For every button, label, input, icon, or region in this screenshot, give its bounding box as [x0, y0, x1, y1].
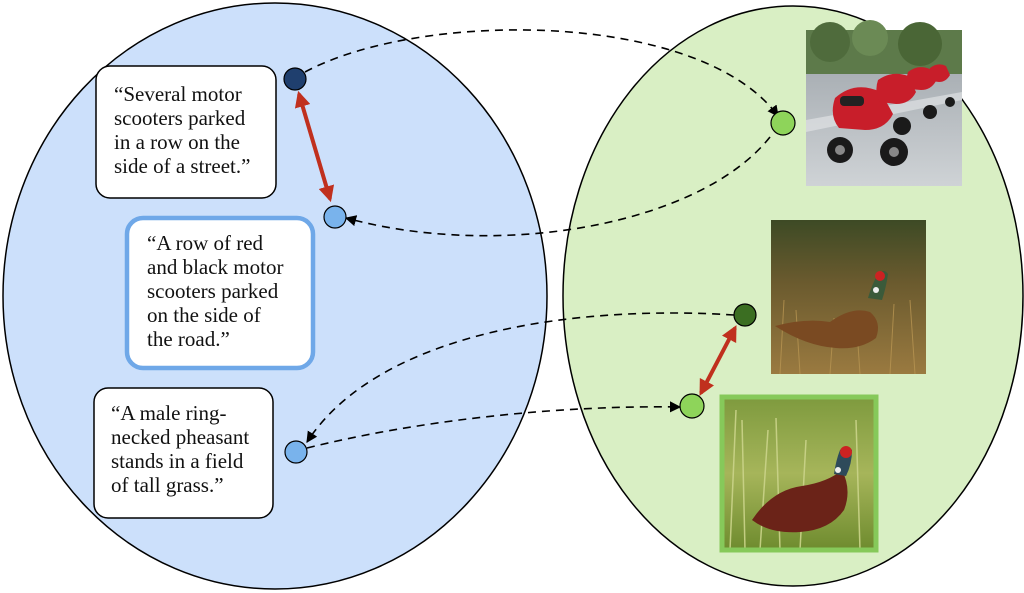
svg-text:“A male ring- necked phe: “A male ring- necked pheasant stands in …	[111, 401, 254, 497]
caption-3-line: necked pheasant	[111, 425, 249, 449]
caption-3-line: “A male ring-	[111, 401, 226, 425]
caption-2-line: “A row of red	[147, 231, 264, 255]
text-contrast-arrow	[294, 90, 335, 203]
pheasant-image-2	[719, 394, 879, 553]
caption-2-line: on the side of	[147, 303, 261, 327]
caption-box-2-highlighted: “A row of red and black motor scooters p…	[124, 215, 316, 371]
caption-3-line: of tall grass.”	[111, 473, 224, 497]
image-to-text-arrow-pheasant	[306, 312, 735, 443]
image-anchor-point	[733, 303, 757, 327]
text-to-image-arrow-pheasant	[306, 401, 682, 449]
caption-1-line: in a row on the	[114, 130, 240, 154]
text-match-point-scooters	[323, 205, 347, 229]
scooters-image	[806, 20, 962, 186]
pheasant-image-1	[771, 220, 926, 375]
text-anchor-point	[283, 67, 307, 91]
image-match-point-pheasant	[679, 393, 705, 419]
caption-2-line: scooters parked	[147, 279, 279, 303]
svg-text:“A row of red and black: “A row of red and black motor scooters p…	[147, 231, 289, 351]
image-match-point-scooters	[770, 110, 796, 136]
image-contrast-arrow	[699, 325, 737, 396]
caption-3-line: stands in a field	[111, 449, 244, 473]
caption-1-line: “Several motor	[114, 82, 242, 106]
text-to-image-arrow-scooters	[304, 29, 779, 117]
text-match-point-pheasant	[284, 440, 308, 464]
caption-1-line: scooters parked	[114, 106, 246, 130]
caption-2-line: the road.”	[147, 327, 230, 351]
caption-2-line: and black motor	[147, 255, 283, 279]
image-to-text-arrow-scooters	[344, 136, 771, 237]
caption-box-3: “A male ring- necked pheasant stands in …	[93, 387, 274, 519]
caption-1-line: side of a street.”	[114, 154, 250, 178]
caption-box-1: “Several motor scooters parked in a row …	[95, 65, 277, 199]
svg-text:“Several motor scooters: “Several motor scooters parked in a row …	[114, 82, 250, 178]
